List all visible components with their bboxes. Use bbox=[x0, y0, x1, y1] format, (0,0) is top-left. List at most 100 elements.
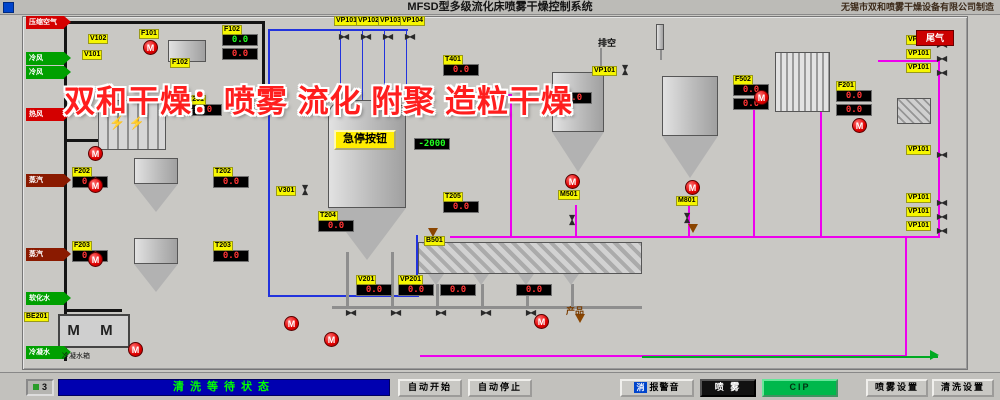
digital-display: 0.0 bbox=[318, 220, 354, 232]
pipe-segment bbox=[262, 21, 265, 111]
valve-icon[interactable] bbox=[934, 220, 948, 230]
page-title: MFSD型多级流化床喷雾干燥控制系统 bbox=[407, 1, 593, 13]
pipe-segment bbox=[436, 284, 439, 307]
valve-icon[interactable] bbox=[934, 206, 948, 216]
valve-icon[interactable] bbox=[934, 48, 948, 58]
instrument-tag: F202 bbox=[72, 167, 92, 177]
valve-tag: VP101 bbox=[906, 221, 932, 231]
bed-discharge-cone bbox=[428, 274, 444, 285]
digital-display: 0.0 bbox=[356, 284, 392, 296]
pump-icon[interactable]: M bbox=[534, 314, 549, 329]
pipe-segment bbox=[268, 29, 270, 297]
inlet-arrow: 冷风 bbox=[26, 66, 71, 79]
title-bar: MFSD型多级流化床喷雾干燥控制系统 无锡市双和喷雾干燥设备有限公司制造 bbox=[0, 0, 1000, 15]
inlet-arrow: 热风 bbox=[26, 108, 71, 121]
valve-icon[interactable] bbox=[478, 302, 492, 312]
valve-icon[interactable] bbox=[306, 182, 316, 196]
pump-icon[interactable]: M bbox=[284, 316, 299, 331]
valve-icon[interactable] bbox=[934, 144, 948, 154]
inlet-arrow: 冷风 bbox=[26, 52, 71, 65]
cyclone-small-1-body bbox=[134, 158, 178, 184]
valve-icon[interactable] bbox=[358, 26, 372, 36]
pipe-segment bbox=[391, 252, 394, 307]
clean-settings-button[interactable]: 清洗设置 bbox=[932, 379, 994, 397]
diagram-label: 尾气 bbox=[916, 30, 954, 46]
pump-icon[interactable]: M bbox=[685, 180, 700, 195]
filter-box bbox=[897, 98, 931, 124]
pipe-segment bbox=[48, 21, 264, 24]
diagram-label: V102 bbox=[88, 34, 109, 44]
valve-icon[interactable] bbox=[343, 302, 357, 312]
instrument-tag: F203 bbox=[72, 241, 92, 251]
valve-icon[interactable] bbox=[688, 210, 698, 224]
mute-alarm-button[interactable]: 消报警音 bbox=[620, 379, 694, 397]
cyclone-right-1-cone bbox=[552, 132, 604, 172]
valve-tag: VP101 bbox=[906, 49, 932, 59]
emergency-stop-button[interactable]: 急停按钮 bbox=[334, 130, 396, 150]
valve-icon[interactable] bbox=[380, 26, 394, 36]
valve-tag: VP104 bbox=[400, 16, 426, 26]
valve-icon[interactable] bbox=[523, 302, 537, 312]
diagram-label: 产品 bbox=[566, 306, 585, 316]
pump-icon[interactable]: M bbox=[324, 332, 339, 347]
pump-icon[interactable]: M bbox=[852, 118, 867, 133]
cip-button[interactable]: CIP bbox=[762, 379, 838, 397]
valve-icon[interactable] bbox=[573, 212, 583, 226]
page-indicator[interactable]: 3 bbox=[26, 379, 54, 396]
pipe-segment bbox=[600, 48, 602, 68]
inlet-arrowhead-icon bbox=[64, 16, 71, 28]
pipe-segment bbox=[269, 295, 419, 297]
pipe-segment bbox=[510, 94, 512, 237]
pump-tag: F101 bbox=[139, 29, 159, 39]
inlet-label: 蒸汽 bbox=[29, 251, 43, 258]
status-bar: 清洗等待状态 bbox=[58, 379, 390, 396]
pipe-segment bbox=[753, 104, 755, 237]
pump-icon[interactable]: M bbox=[88, 146, 103, 161]
digital-display: 0.0 bbox=[213, 250, 249, 262]
digital-display: 0.0 bbox=[222, 48, 258, 60]
inlet-arrow: 蒸汽 bbox=[26, 174, 71, 187]
valve-icon[interactable] bbox=[336, 26, 350, 36]
pump-icon[interactable]: M bbox=[754, 90, 769, 105]
pipe-segment bbox=[416, 235, 418, 297]
pump-icon[interactable]: M bbox=[88, 252, 103, 267]
inlet-arrow: 软化水 bbox=[26, 292, 71, 305]
inlet-label: 冷风 bbox=[29, 55, 43, 62]
instrument-tag: F102 bbox=[222, 25, 242, 35]
valve-icon[interactable] bbox=[626, 62, 636, 76]
pipe-segment bbox=[346, 252, 349, 307]
valve-icon[interactable] bbox=[402, 26, 416, 36]
pump-icon[interactable]: M bbox=[128, 342, 143, 357]
diagram-label: B501 bbox=[424, 236, 445, 246]
bed-discharge-cone bbox=[518, 274, 534, 285]
valve-icon[interactable] bbox=[388, 302, 402, 312]
manufacturer-text: 无锡市双和喷雾干燥设备有限公司制造 bbox=[840, 2, 994, 12]
pump-icon[interactable]: M bbox=[565, 174, 580, 189]
bed-discharge-cone bbox=[473, 274, 489, 285]
inlet-arrowhead-icon bbox=[64, 66, 71, 78]
inlet-label: 软化水 bbox=[29, 295, 50, 302]
pump-icon[interactable]: M bbox=[88, 178, 103, 193]
spray-button[interactable]: 喷 雾 bbox=[700, 379, 756, 397]
digital-display: 0.0 bbox=[556, 92, 592, 104]
flow-arrow-icon bbox=[930, 350, 939, 360]
valve-tag: VP101 bbox=[592, 66, 618, 76]
inlet-arrowhead-icon bbox=[64, 174, 71, 186]
pipe-segment bbox=[642, 356, 938, 358]
pipe-segment bbox=[452, 94, 512, 96]
instrument-tag: VP201 bbox=[398, 275, 424, 285]
auto-stop-button[interactable]: 自动停止 bbox=[468, 379, 532, 397]
valve-icon[interactable] bbox=[433, 302, 447, 312]
auto-start-button[interactable]: 自动开始 bbox=[398, 379, 462, 397]
cyclone-small-2-body bbox=[134, 238, 178, 264]
digital-display: -2000 bbox=[414, 138, 450, 150]
vent-stack bbox=[656, 24, 664, 50]
window-icon bbox=[3, 2, 14, 13]
valve-icon[interactable] bbox=[934, 192, 948, 202]
instrument-tag: T201 bbox=[186, 95, 206, 105]
pump-icon[interactable]: M bbox=[143, 40, 158, 55]
valve-icon[interactable] bbox=[934, 62, 948, 72]
spray-settings-button[interactable]: 喷雾设置 bbox=[866, 379, 928, 397]
diagram-label: M501 bbox=[558, 190, 580, 200]
